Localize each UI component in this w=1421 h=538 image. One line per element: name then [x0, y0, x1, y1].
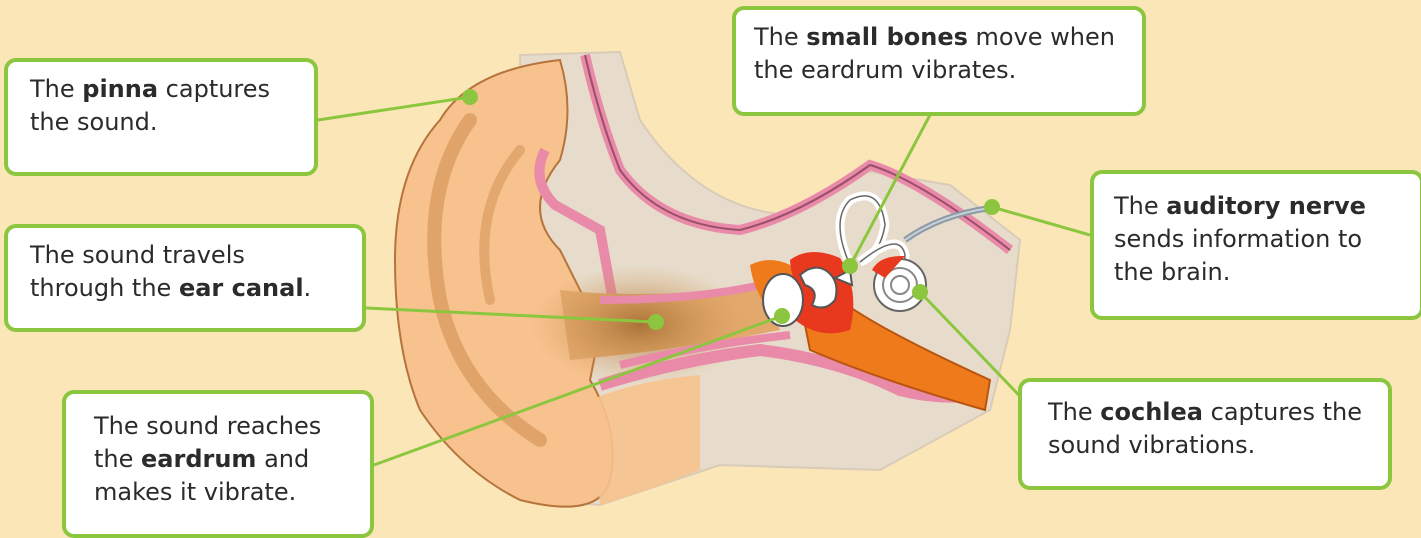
dot-eardrum [774, 308, 790, 324]
label-ear-canal: The sound travels through the ear canal. [4, 224, 366, 332]
label-eardrum: The sound reaches the eardrum and makes … [62, 390, 374, 538]
lower-skin [590, 375, 700, 505]
dot-nerve [984, 199, 1000, 215]
label-pinna-term: pinna [82, 75, 158, 103]
label-nerve-term: auditory nerve [1166, 192, 1366, 220]
dot-bones [842, 258, 858, 274]
label-pinna: The pinna captures the sound. [4, 58, 318, 176]
label-small-bones: The small bones move when the eardrum vi… [732, 6, 1146, 116]
dot-pinna [462, 89, 478, 105]
label-bones-pre: The [754, 23, 806, 51]
label-auditory-nerve: The auditory nerve sends information to … [1090, 170, 1421, 320]
label-nerve-pre: The [1114, 192, 1166, 220]
label-pinna-pre: The [30, 75, 82, 103]
label-cochlea: The cochlea captures the sound vibration… [1018, 378, 1392, 490]
label-canal-term: ear canal [179, 274, 304, 302]
label-bones-term: small bones [806, 23, 968, 51]
label-canal-post: . [304, 274, 312, 302]
dot-cochlea [912, 284, 928, 300]
label-nerve-post: sends information to the brain. [1114, 225, 1362, 286]
dot-canal [648, 314, 664, 330]
label-eardrum-term: eardrum [141, 445, 256, 473]
label-cochlea-pre: The [1048, 398, 1100, 426]
label-cochlea-term: cochlea [1100, 398, 1203, 426]
